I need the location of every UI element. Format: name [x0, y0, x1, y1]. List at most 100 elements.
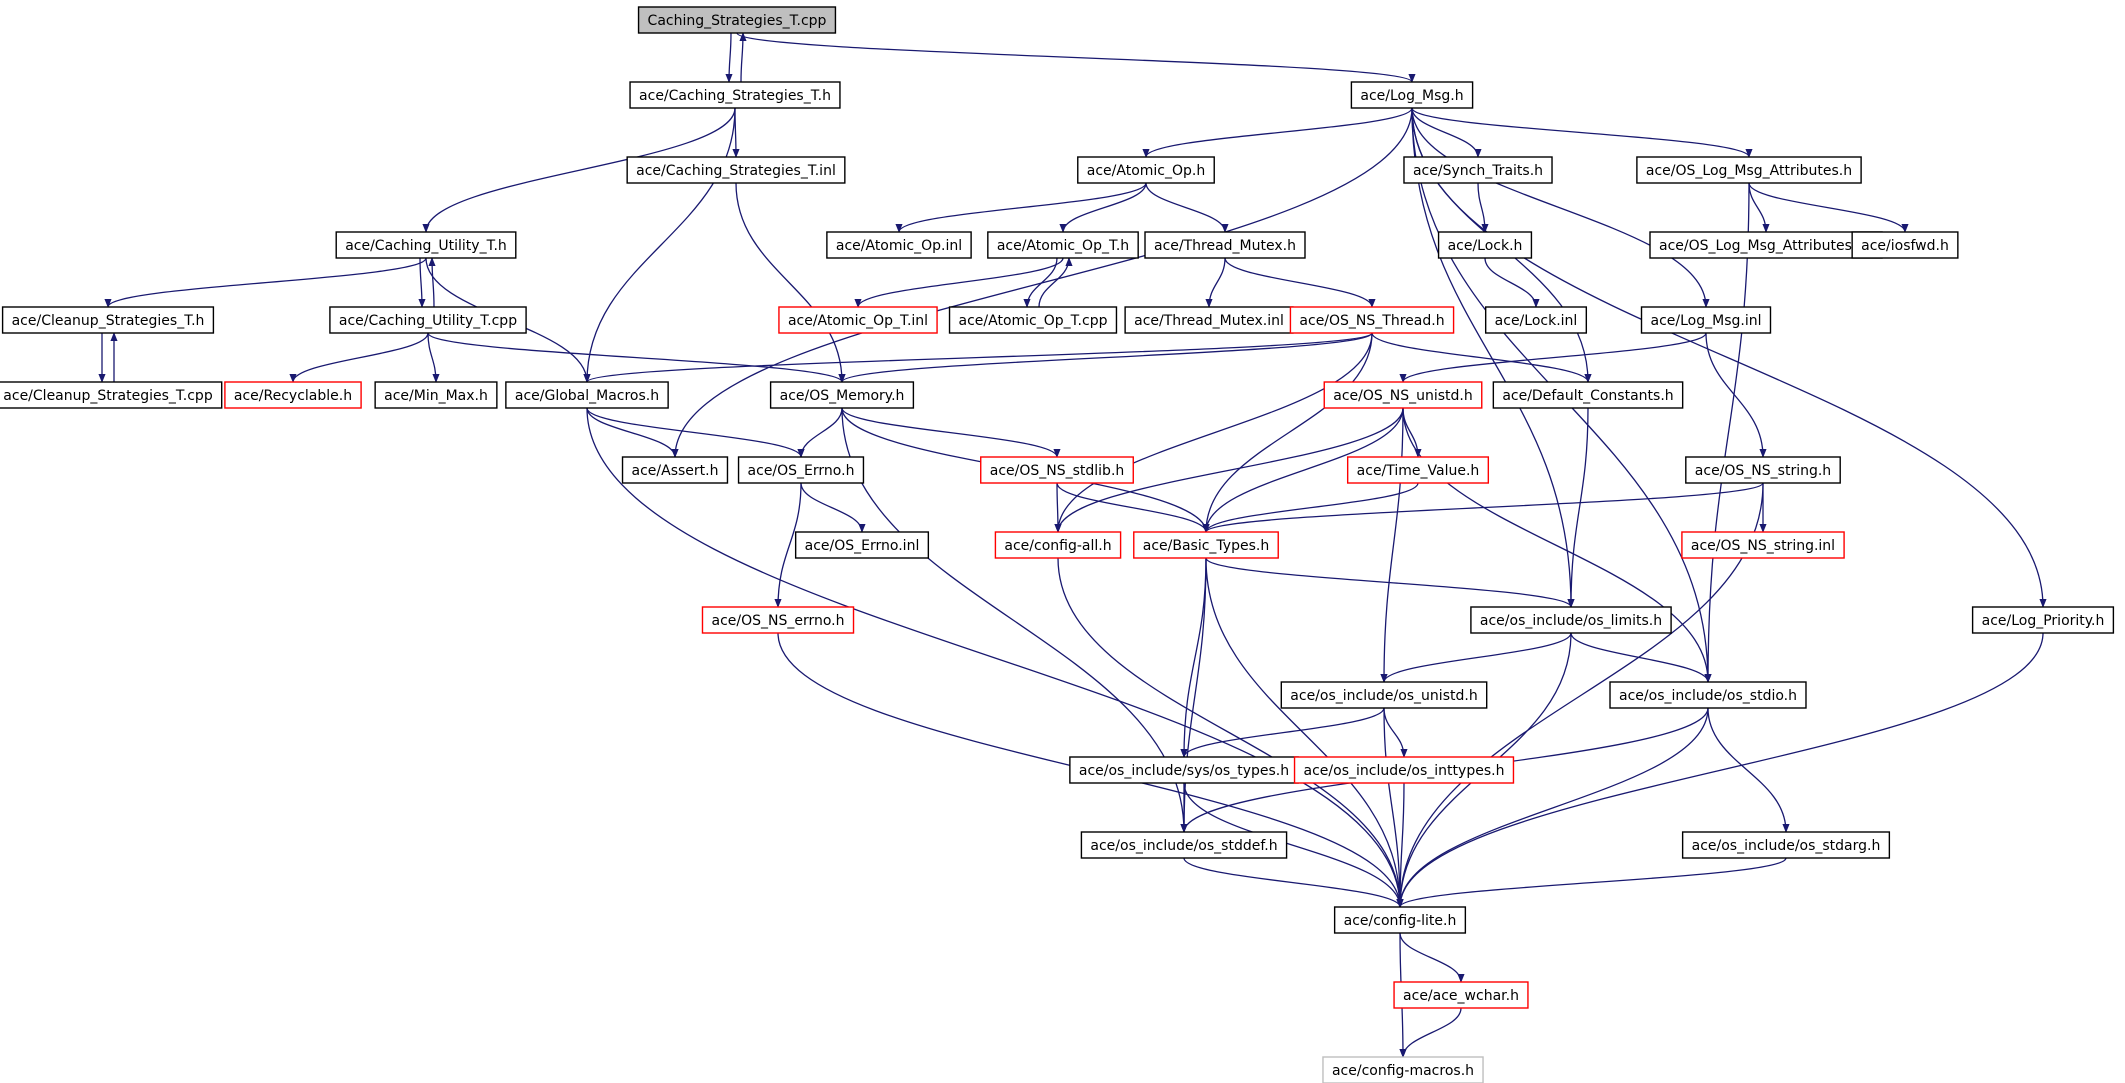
node-ace-log-msg-h[interactable]: ace/Log_Msg.h	[1350, 81, 1474, 109]
node-ace-assert-h[interactable]: ace/Assert.h	[621, 456, 729, 484]
node-ace-os-include-os-unistd-h[interactable]: ace/os_include/os_unistd.h	[1280, 681, 1488, 709]
edge-n46-n47	[1396, 857, 1787, 908]
node-ace-os-errno-inl[interactable]: ace/OS_Errno.inl	[794, 531, 930, 559]
node-box	[948, 306, 1118, 334]
node-box	[1403, 156, 1553, 184]
node-box	[1, 306, 215, 334]
node-ace-log-priority-h[interactable]: ace/Log_Priority.h	[1971, 606, 2115, 634]
edge-n1-n0	[739, 32, 747, 83]
edge-n1-n25	[583, 107, 736, 383]
node-caching-strategies-t-cpp[interactable]: Caching_Strategies_T.cpp	[637, 6, 837, 34]
node-ace-os-include-sys-os-types-h[interactable]: ace/os_include/sys/os_types.h	[1069, 756, 1299, 784]
node-ace-os-include-os-stdarg-h[interactable]: ace/os_include/os_stdarg.h	[1681, 831, 1891, 859]
node-layer: Caching_Strategies_T.cpp ace/Caching_Stra…	[0, 6, 2115, 1083]
node-ace-os-log-msg-attributes-h[interactable]: ace/OS_Log_Msg_Attributes.h	[1636, 156, 1862, 184]
node-label: ace/Atomic_Op_T.h	[997, 238, 1129, 254]
edge-n40-n47	[1396, 632, 2044, 908]
node-box	[1077, 156, 1215, 184]
node-ace-os-ns-thread-h[interactable]: ace/OS_NS_Thread.h	[1289, 306, 1455, 334]
node-box	[737, 456, 865, 484]
edge-n2-n40	[1411, 107, 2047, 608]
node-ace-lock-inl[interactable]: ace/Lock.inl	[1484, 306, 1588, 334]
edge-n4-n8	[895, 182, 1147, 233]
node-ace-default-constants-h[interactable]: ace/Default_Constants.h	[1492, 381, 1684, 409]
node-label: ace/OS_Log_Msg_Attributes.inl	[1659, 238, 1873, 254]
edge-n25-n47	[586, 407, 1404, 908]
edge-n44-n47	[1396, 782, 1405, 908]
node-ace-cleanup-strategies-t-cpp[interactable]: ace/Cleanup_Strategies_T.cpp	[0, 381, 223, 409]
node-ace-config-macros-h[interactable]: ace/config-macros.h	[1322, 1056, 1484, 1083]
node-ace-cleanup-strategies-t-h[interactable]: ace/Cleanup_Strategies_T.h	[1, 306, 215, 334]
node-label: ace/Assert.h	[632, 463, 719, 479]
node-box	[1350, 81, 1474, 109]
node-ace-caching-utility-t-cpp[interactable]: ace/Caching_Utility_T.cpp	[329, 306, 527, 334]
edge-n36-n45	[1180, 557, 1207, 833]
node-ace-os-ns-unistd-h[interactable]: ace/OS_NS_unistd.h	[1323, 381, 1483, 409]
node-ace-os-include-os-limits-h[interactable]: ace/os_include/os_limits.h	[1470, 606, 1672, 634]
node-ace-caching-strategies-t-inl[interactable]: ace/Caching_Strategies_T.inl	[626, 156, 846, 184]
edge-n31-n36	[1056, 482, 1210, 533]
edge-n48-n49	[1399, 1007, 1462, 1058]
node-label: ace/Basic_Types.h	[1143, 538, 1269, 554]
node-ace-caching-utility-t-h[interactable]: ace/Caching_Utility_T.h	[335, 231, 517, 259]
node-box	[987, 231, 1139, 259]
node-ace-os-include-os-inttypes-h[interactable]: ace/os_include/os_inttypes.h	[1293, 756, 1515, 784]
node-ace-iosfwd-h[interactable]: ace/iosfwd.h	[1851, 231, 1959, 259]
node-label: ace/Log_Priority.h	[1982, 613, 2105, 629]
node-ace-time-value-h[interactable]: ace/Time_Value.h	[1346, 456, 1490, 484]
node-label: ace/os_include/os_stddef.h	[1090, 838, 1277, 854]
node-ace-atomic-op-t-cpp[interactable]: ace/Atomic_Op_T.cpp	[948, 306, 1118, 334]
node-box	[1144, 231, 1306, 259]
edge-n7-n15	[418, 257, 426, 308]
node-ace-os-include-os-stdio-h[interactable]: ace/os_include/os_stdio.h	[1609, 681, 1807, 709]
node-ace-caching-strategies-t-h[interactable]: ace/Caching_Strategies_T.h	[629, 81, 841, 109]
edge-n41-n44	[1383, 707, 1408, 758]
node-box	[1649, 231, 1883, 259]
edge-n26-n31	[841, 407, 1061, 458]
edge-n30-n38	[774, 482, 802, 608]
edge-n42-n47	[1396, 707, 1709, 908]
node-ace-os-ns-string-inl[interactable]: ace/OS_NS_string.inl	[1681, 531, 1845, 559]
node-ace-thread-mutex-inl[interactable]: ace/Thread_Mutex.inl	[1124, 306, 1294, 334]
node-box	[1681, 831, 1891, 859]
node-ace-os-memory-h[interactable]: ace/OS_Memory.h	[769, 381, 915, 409]
node-ace-log-msg-inl[interactable]: ace/Log_Msg.inl	[1640, 306, 1772, 334]
node-ace-atomic-op-t-h[interactable]: ace/Atomic_Op_T.h	[987, 231, 1139, 259]
node-label: ace/Atomic_Op_T.inl	[788, 313, 928, 329]
node-box	[224, 381, 362, 409]
node-ace-os-log-msg-attributes-inl[interactable]: ace/OS_Log_Msg_Attributes.inl	[1649, 231, 1883, 259]
edge-n19-n25	[583, 332, 1373, 383]
node-ace-os-ns-string-h[interactable]: ace/OS_NS_string.h	[1685, 456, 1841, 484]
node-ace-atomic-op-inl[interactable]: ace/Atomic_Op.inl	[826, 231, 972, 259]
node-box	[329, 306, 527, 334]
node-ace-os-errno-h[interactable]: ace/OS_Errno.h	[737, 456, 865, 484]
node-ace-os-ns-errno-h[interactable]: ace/OS_NS_errno.h	[701, 606, 855, 634]
edge-n47-n48	[1399, 932, 1465, 983]
node-ace-global-macros-h[interactable]: ace/Global_Macros.h	[505, 381, 669, 409]
node-ace-config-lite-h[interactable]: ace/config-lite.h	[1333, 906, 1467, 934]
node-ace-lock-h[interactable]: ace/Lock.h	[1437, 231, 1533, 259]
node-label: ace/os_include/sys/os_types.h	[1079, 763, 1289, 779]
node-box	[1333, 906, 1467, 934]
edge-n15-n24	[427, 332, 440, 383]
node-ace-os-ns-stdlib-h[interactable]: ace/OS_NS_stdlib.h	[980, 456, 1134, 484]
edge-n15-n23	[289, 332, 429, 383]
node-ace-os-include-os-stddef-h[interactable]: ace/os_include/os_stddef.h	[1080, 831, 1288, 859]
node-ace-recyclable-h[interactable]: ace/Recyclable.h	[224, 381, 362, 409]
node-ace-atomic-op-t-inl[interactable]: ace/Atomic_Op_T.inl	[778, 306, 938, 334]
edge-n15-n26	[427, 332, 846, 383]
node-ace-basic-types-h[interactable]: ace/Basic_Types.h	[1133, 531, 1279, 559]
node-ace-synch-traits-h[interactable]: ace/Synch_Traits.h	[1403, 156, 1553, 184]
node-box	[637, 6, 837, 34]
node-ace-ace-wchar-h[interactable]: ace/ace_wchar.h	[1393, 981, 1529, 1009]
node-ace-min-max-h[interactable]: ace/Min_Max.h	[374, 381, 498, 409]
node-box	[1685, 456, 1841, 484]
node-box	[1289, 306, 1455, 334]
node-ace-config-all-h[interactable]: ace/config-all.h	[994, 531, 1122, 559]
edge-n11-n20	[1484, 257, 1540, 308]
node-box	[374, 381, 498, 409]
node-box	[1124, 306, 1294, 334]
node-ace-atomic-op-h[interactable]: ace/Atomic_Op.h	[1077, 156, 1215, 184]
node-label: ace/OS_NS_stdlib.h	[990, 463, 1125, 479]
node-ace-thread-mutex-h[interactable]: ace/Thread_Mutex.h	[1144, 231, 1306, 259]
